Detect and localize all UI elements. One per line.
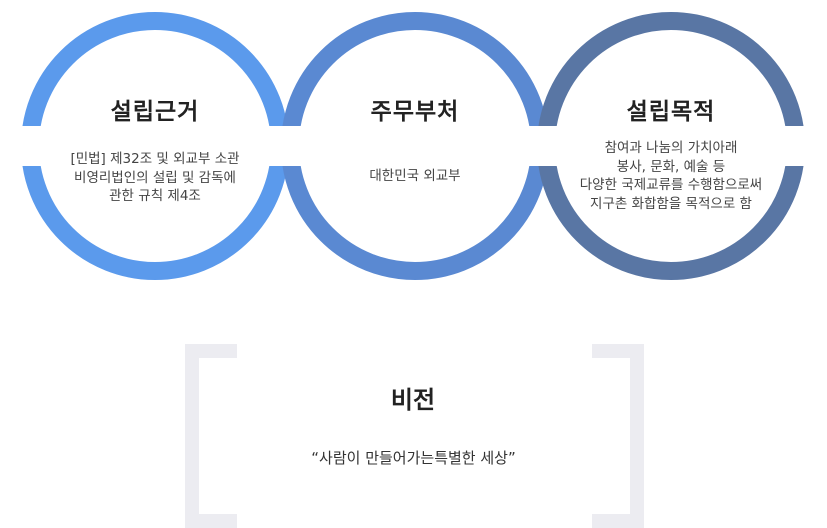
vision-bracket-right — [592, 344, 644, 528]
description-line: 비영리법인의 설립 및 감독에 — [74, 169, 236, 186]
establishment-basis-description: [민법] 제32조 및 외교부 소관 비영리법인의 설립 및 감독에 관한 규칙… — [35, 150, 275, 206]
establishment-basis-title: 설립근거 — [110, 99, 200, 125]
description-line: 봉사, 문화, 예술 등 — [616, 158, 726, 175]
description-line: [민법] 제32조 및 외교부 소관 — [70, 151, 240, 167]
organization-circles-diagram — [21, 12, 805, 280]
vision-statement: “사람이 만들어가는특별한 세상” — [311, 449, 516, 467]
vision-title: 비전 — [390, 386, 436, 414]
competent-ministry-description: 대한민국 외교부 — [295, 167, 535, 186]
description-line: 대한민국 외교부 — [369, 168, 461, 184]
description-line: 참여과 나눔의 가치아래 — [604, 140, 738, 156]
description-line: 지구촌 화합함을 목적으로 함 — [590, 195, 752, 212]
establishment-purpose-description: 참여과 나눔의 가치아래 봉사, 문화, 예술 등 다양한 국제교류를 수행함으… — [551, 139, 791, 213]
circle-ring-competent-ministry — [281, 12, 549, 280]
description-line: 관한 규칙 제4조 — [109, 188, 201, 204]
description-line: 다양한 국제교류를 수행함으로써 — [579, 177, 763, 193]
vision-bracket-left — [185, 344, 237, 528]
establishment-purpose-title: 설립목적 — [626, 99, 716, 125]
circle-ring-establishment-basis — [21, 12, 289, 280]
competent-ministry-title: 주무부처 — [370, 99, 460, 125]
